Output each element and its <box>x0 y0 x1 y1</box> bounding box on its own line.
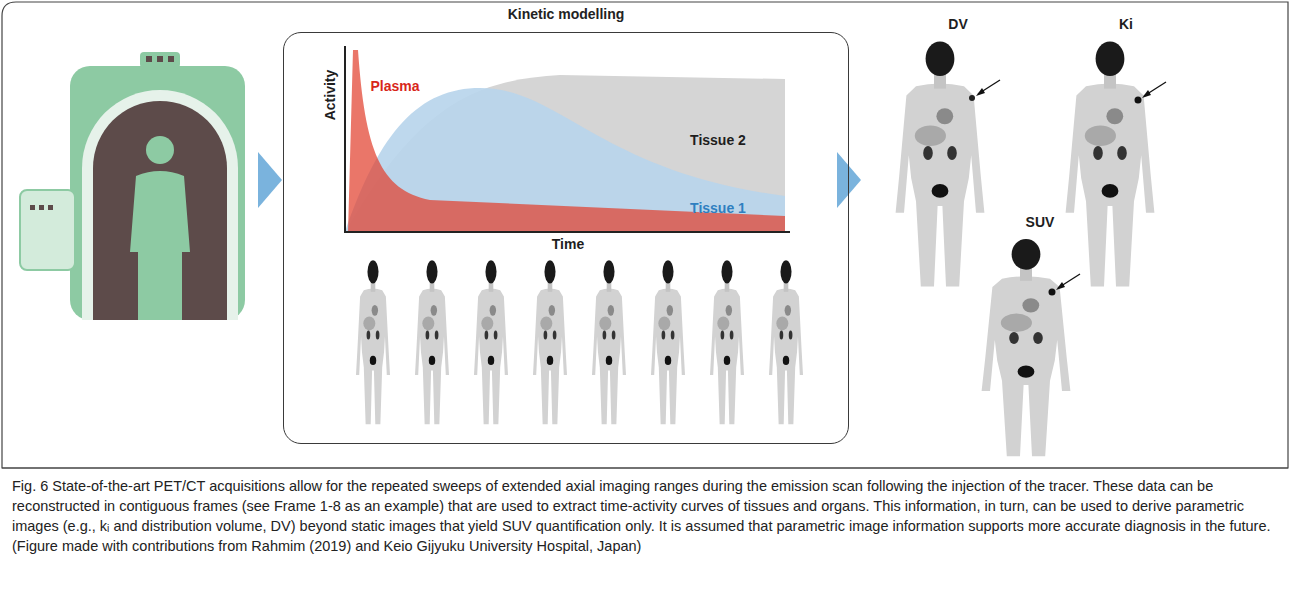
illustration-part <box>896 41 985 286</box>
illustration-part <box>39 205 44 210</box>
illustration-part <box>82 90 238 320</box>
illustration-part <box>344 46 346 233</box>
image-label: SUV <box>1026 214 1055 230</box>
illustration-part <box>146 136 174 164</box>
panel-heading: Kinetic modelling <box>284 6 848 22</box>
curve-label: Tissue 1 <box>690 200 746 216</box>
illustration-part <box>258 152 282 208</box>
illustration-part <box>474 260 508 424</box>
illustration-part <box>70 66 245 320</box>
illustration-part <box>344 231 790 233</box>
axis-label: Time <box>552 236 584 252</box>
illustration-part <box>1142 90 1151 98</box>
illustration-part <box>30 205 35 210</box>
illustration-part <box>356 260 390 424</box>
axis-label: Activity <box>322 70 338 121</box>
illustration-part <box>710 260 744 424</box>
illustration-part <box>20 190 75 270</box>
illustration-part <box>592 260 626 424</box>
illustration-part <box>2 467 1288 468</box>
illustration-part <box>1056 282 1065 290</box>
illustration-part <box>969 95 975 101</box>
image-label: Ki <box>1119 16 1133 32</box>
image-label: DV <box>948 16 967 32</box>
illustration-part <box>140 52 180 68</box>
illustration-part <box>651 260 685 424</box>
figure-caption: Fig. 6 State-of-the-art PET/CT acquisiti… <box>12 476 1276 556</box>
illustration-part <box>837 152 861 208</box>
illustration-part <box>146 56 152 62</box>
illustration-part <box>2 2 1288 468</box>
illustration-part <box>1066 41 1155 286</box>
curve-label: Tissue 2 <box>690 132 746 148</box>
illustration-part <box>533 260 567 424</box>
illustration-part <box>1049 289 1056 296</box>
illustration-part <box>157 56 163 62</box>
illustration-part <box>976 88 985 96</box>
illustration-part <box>93 101 227 320</box>
illustration-part <box>348 50 785 232</box>
illustration-part <box>1135 97 1142 104</box>
illustration-part <box>769 260 803 424</box>
illustration-part <box>48 205 53 210</box>
illustration-part <box>130 171 190 320</box>
curve-label: Plasma <box>370 78 419 94</box>
illustration-part <box>415 260 449 424</box>
illustration-part <box>982 239 1071 456</box>
illustration-part <box>168 56 174 62</box>
